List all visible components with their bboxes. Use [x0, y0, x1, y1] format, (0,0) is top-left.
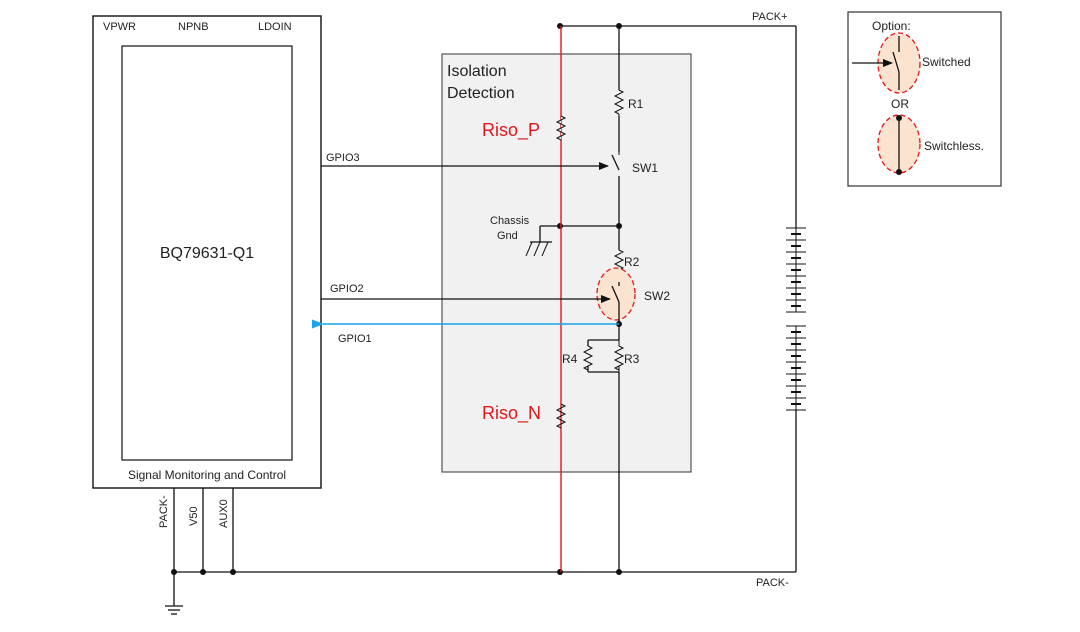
option-box [847, 11, 1002, 187]
r3-label: R3 [624, 352, 640, 366]
option-title: Option: [872, 19, 911, 33]
r1-label: R1 [628, 97, 644, 111]
resistor-riso-n [555, 403, 567, 429]
chassis-label-line2: Gnd [497, 230, 518, 242]
pin-pack-minus-label: PACK- [158, 495, 170, 528]
resistor-r3 [613, 345, 625, 371]
gpio2-label: GPIO2 [330, 283, 364, 295]
resistor-r4 [582, 345, 594, 371]
node-dot [557, 569, 563, 575]
ic-block: VPWR NPNB LDOIN BQ79631-Q1 Signal Monito… [92, 15, 322, 489]
node-dot [616, 23, 622, 29]
pin-npnb-label: NPNB [178, 21, 209, 33]
node-dot [557, 23, 563, 29]
sw2-label: SW2 [644, 289, 670, 303]
r2-label: R2 [624, 255, 640, 269]
pin-aux0-label: AUX0 [218, 499, 230, 528]
pin-vpwr-label: VPWR [103, 21, 136, 33]
node-dot [616, 223, 622, 229]
node-dot [557, 223, 563, 229]
switchless-label: Switchless. [924, 139, 984, 153]
chassis-label-line1: Chassis [490, 215, 530, 227]
pin-v50-label: V50 [188, 506, 200, 526]
ic-name: BQ79631-Q1 [160, 245, 254, 262]
riso-p-label: Riso_P [482, 120, 540, 141]
resistor-riso-p [555, 115, 567, 141]
r4-label: R4 [562, 352, 578, 366]
gpio1-label: GPIO1 [338, 333, 372, 345]
gpio3-label: GPIO3 [326, 152, 360, 164]
ic-footer-label: Signal Monitoring and Control [128, 468, 286, 482]
isolation-detection-box [441, 53, 692, 473]
sw1-label: SW1 [632, 161, 658, 175]
pack-plus-label: PACK+ [752, 11, 788, 23]
pack-minus-label: PACK- [756, 577, 789, 589]
node-dot [616, 569, 622, 575]
option-legend: Option: Switched OR Switchless. [847, 11, 1002, 187]
pin-ldoin-label: LDOIN [258, 21, 292, 33]
riso-n-label: Riso_N [482, 403, 541, 424]
isolation-title-line1: Isolation [447, 63, 507, 80]
switch-sw1 [611, 152, 620, 171]
resistor-r1 [613, 89, 625, 116]
battery-stack-icon [786, 227, 806, 411]
switch-sw2 [611, 282, 620, 324]
main-wiring [174, 25, 797, 573]
switched-label: Switched [922, 55, 971, 69]
ic-bottom-pins: PACK- V50 AUX0 [158, 488, 236, 615]
ic-core-outline [121, 45, 293, 461]
chassis-ground-icon [525, 241, 552, 257]
or-label: OR [891, 97, 909, 111]
ground-symbol [165, 605, 183, 615]
isolation-title-line2: Detection [447, 85, 515, 102]
